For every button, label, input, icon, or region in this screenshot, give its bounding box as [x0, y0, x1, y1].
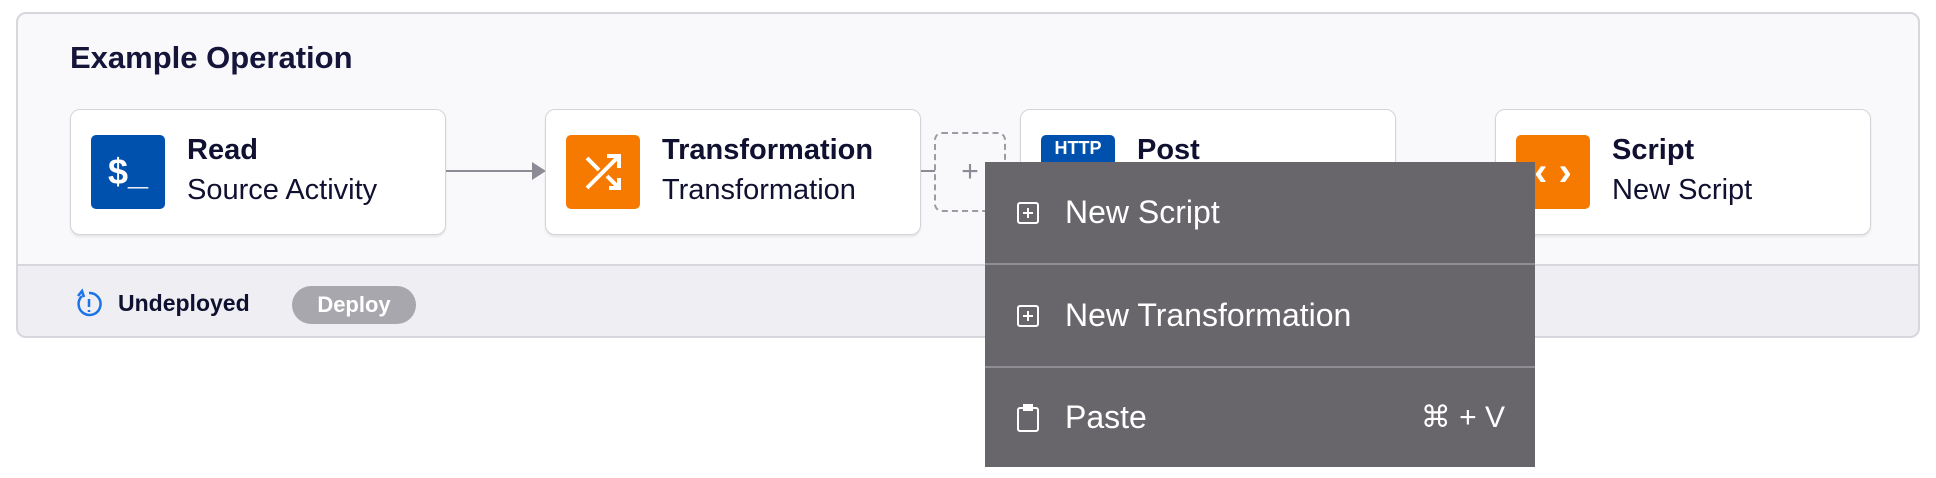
step-card-transformation[interactable]: Transformation Transformation — [545, 109, 921, 235]
step-title: Script — [1612, 134, 1695, 166]
step-title: Post — [1137, 134, 1200, 166]
connector-line — [921, 170, 935, 172]
step-subtitle: Source Activity — [187, 174, 378, 206]
paste-shortcut: ⌘ + V — [1420, 401, 1505, 434]
operation-footer: Undeployed Deploy — [18, 264, 1918, 336]
shuffle-icon — [566, 135, 640, 209]
menu-item-new-script[interactable]: New Script — [985, 162, 1535, 263]
menu-item-label: New Transformation — [1065, 297, 1352, 333]
deploy-status: Undeployed — [118, 290, 250, 316]
menu-divider — [985, 366, 1535, 368]
connector-line — [446, 170, 534, 172]
step-title: Read — [187, 134, 258, 166]
connector-arrow-icon — [532, 162, 546, 180]
step-title: Transformation — [662, 134, 874, 166]
menu-item-label: Paste — [1065, 399, 1147, 435]
operation-panel: Example Operation $_ Read Source Activit… — [16, 12, 1920, 338]
step-card-read[interactable]: $_ Read Source Activity — [70, 109, 446, 235]
menu-item-paste[interactable]: Paste ⌘ + V — [985, 368, 1535, 467]
menu-item-new-transformation[interactable]: New Transformation — [985, 265, 1535, 366]
context-menu: New Script New Transformation Paste ⌘ + … — [985, 162, 1535, 467]
clipboard-icon — [1015, 403, 1041, 432]
step-card-script[interactable]: ‹ › Script New Script — [1495, 109, 1871, 235]
undeployed-icon — [74, 288, 104, 325]
menu-divider — [985, 263, 1535, 265]
dollar-terminal-icon: $_ — [91, 135, 165, 209]
step-subtitle: Transformation — [662, 174, 856, 206]
deploy-button[interactable]: Deploy — [292, 286, 416, 324]
step-subtitle: New Script — [1612, 174, 1753, 206]
plus-square-icon — [1015, 200, 1041, 226]
menu-item-label: New Script — [1065, 194, 1220, 230]
plus-square-icon — [1015, 303, 1041, 329]
operation-title: Example Operation — [70, 40, 353, 75]
